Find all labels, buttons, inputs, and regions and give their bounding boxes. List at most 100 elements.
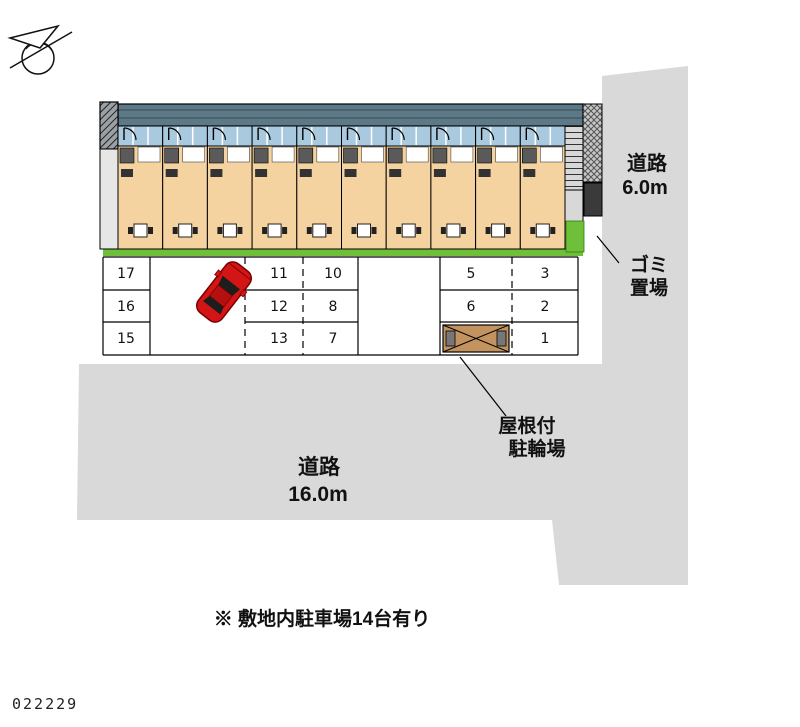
apartment-unit — [162, 125, 208, 250]
road-bottom-label-line1: 道路 — [298, 455, 341, 479]
parking-stall-number: 1 — [541, 331, 550, 347]
unit-kitchen — [255, 169, 268, 177]
unit-kitchen — [210, 169, 223, 177]
unit-chair — [396, 227, 402, 234]
unit-balcony — [519, 125, 566, 147]
unit-kitchen — [165, 169, 178, 177]
unit-chair — [262, 227, 268, 234]
unit-entry — [539, 146, 563, 163]
apartment-unit — [430, 125, 477, 250]
unit-bath — [164, 147, 179, 164]
unit-balcony — [430, 125, 477, 147]
unit-chair — [505, 227, 511, 234]
unit-table — [178, 223, 193, 238]
unit-chair — [148, 227, 153, 234]
unit-chair — [326, 227, 332, 234]
unit-bath — [209, 147, 224, 164]
unit-entry — [450, 146, 474, 163]
unit-balcony — [341, 125, 387, 147]
unit-bath — [343, 147, 358, 164]
unit-chair — [217, 227, 223, 234]
unit-chair — [128, 227, 133, 234]
unit-table — [133, 223, 148, 238]
car-hood-line — [229, 263, 251, 280]
bicycle-label-line1: 屋根付 — [498, 414, 555, 437]
unit-chair — [306, 227, 312, 234]
parking-stall-number: 12 — [270, 299, 288, 315]
unit-entry — [316, 146, 340, 163]
unit-chair — [371, 227, 377, 234]
road-right-label-line1: 道路 — [627, 151, 668, 175]
unit-bath — [477, 147, 492, 164]
unit-chair — [440, 227, 446, 234]
garbage-label-line2: 置場 — [630, 277, 668, 299]
parking-stall-number: 13 — [270, 331, 288, 347]
unit-kitchen — [523, 169, 536, 177]
garbage-leader-line — [596, 235, 620, 264]
unit-balcony — [385, 125, 432, 147]
apartment-building — [99, 101, 603, 253]
parking-stall-number: 15 — [117, 331, 135, 347]
door-swing-arc — [526, 127, 539, 141]
unit-table — [222, 223, 237, 238]
unit-entry — [182, 146, 205, 163]
unit-balcony — [117, 125, 164, 147]
door-swing-arc — [302, 127, 316, 141]
car-roof — [208, 284, 233, 308]
unit-chair — [530, 227, 536, 234]
apartment-unit — [475, 125, 521, 250]
unit-bath — [298, 147, 314, 164]
unit-table — [401, 223, 416, 238]
unit-chair — [192, 227, 198, 234]
door-swing-arc — [258, 127, 271, 141]
unit-chair — [351, 227, 357, 234]
grass-block-right — [565, 220, 585, 253]
apartment-unit — [341, 125, 387, 250]
bicycle-label-line2: 駐輪場 — [508, 437, 565, 460]
unit-chair — [460, 227, 466, 234]
parking-stall-number: 5 — [467, 266, 476, 282]
door-swing-arc — [213, 127, 226, 141]
unit-kitchen — [121, 169, 133, 177]
unit-bath — [119, 147, 135, 164]
parking-lot — [102, 256, 579, 356]
parking-stall-number: 16 — [117, 299, 135, 315]
road-right-label-line2: 6.0m — [622, 177, 668, 199]
unit-chair — [237, 227, 243, 234]
unit-chair — [282, 227, 288, 234]
building-units — [117, 125, 566, 250]
unit-balcony — [296, 125, 342, 147]
roof-band — [117, 103, 584, 127]
bicycle-shelter — [442, 324, 510, 353]
unit-balcony — [251, 125, 298, 147]
unit-kitchen — [299, 169, 312, 177]
parking-stall-number: 3 — [541, 266, 550, 282]
door-swing-arc — [168, 127, 182, 141]
unit-table — [491, 223, 506, 238]
door-swing-arc — [481, 127, 495, 141]
parking-stall-number: 11 — [270, 266, 288, 282]
car-mirror — [214, 269, 223, 278]
parking-stall-number: 7 — [329, 331, 338, 347]
unit-chair — [172, 227, 178, 234]
unit-table — [535, 223, 550, 238]
door-swing-arc — [392, 127, 405, 141]
unit-entry — [271, 146, 295, 163]
apartment-unit — [296, 125, 342, 250]
unit-entry — [405, 146, 429, 163]
car-illustration — [195, 261, 253, 323]
parking-stall-number: 6 — [467, 299, 476, 315]
unit-balcony — [475, 125, 521, 147]
left-end-structure — [99, 101, 119, 150]
unit-entry — [361, 146, 384, 163]
garbage-enclosure — [582, 103, 603, 183]
stairwell — [564, 125, 584, 191]
garbage-label-line1: ゴミ — [630, 253, 668, 276]
bicycle-leader-line — [459, 356, 507, 417]
door-swing-arc — [123, 127, 137, 141]
unit-kitchen — [478, 169, 491, 177]
unit-entry — [495, 146, 518, 163]
unit-bath — [253, 147, 269, 164]
